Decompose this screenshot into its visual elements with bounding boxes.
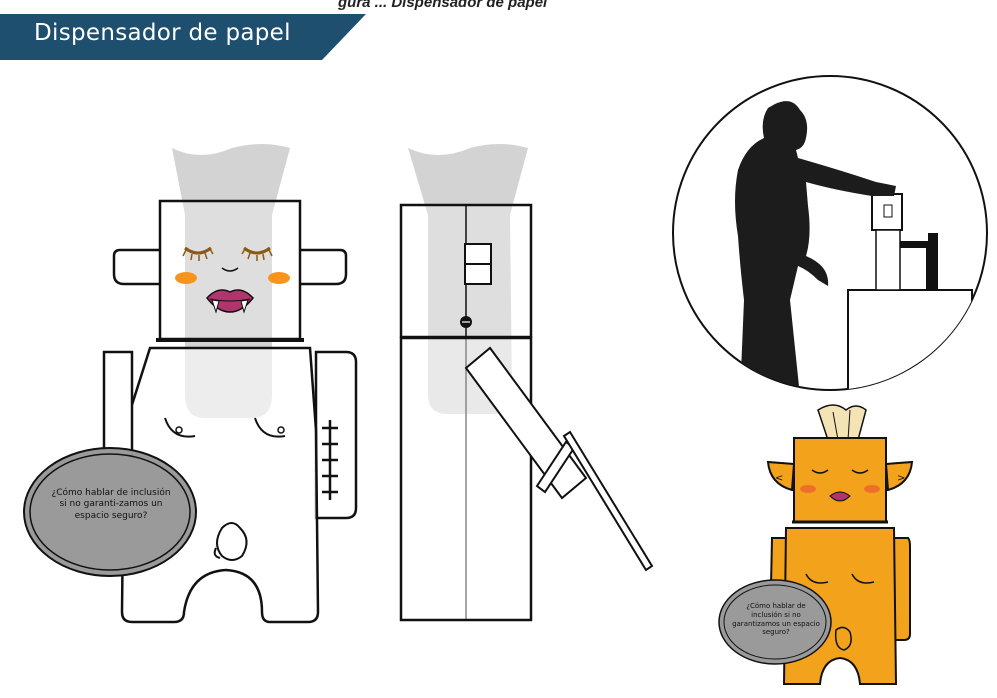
speech-bubble-small-text: ¿Cómo hablar de inclusión si no garantiz… [732, 602, 820, 637]
title-banner [0, 14, 366, 60]
front-head-box [158, 199, 302, 341]
speech-bubble-small [718, 579, 832, 665]
person-at-dispenser-icon [735, 101, 896, 390]
side-view-dispenser [399, 144, 654, 622]
front-right-ear [300, 248, 348, 286]
svg-text:>: > [897, 473, 905, 484]
front-left-ear [112, 248, 160, 286]
figure-caption: gura ... Dispensador de papel [338, 0, 548, 11]
usage-scene [672, 75, 988, 391]
speech-bubble-large [23, 447, 197, 577]
tissue-paper-icon [817, 404, 867, 441]
front-stitches [322, 420, 338, 500]
front-face [175, 246, 290, 314]
speech-bubble-large-text: ¿Cómo hablar de inclusión si no garanti-… [51, 488, 171, 521]
counter [847, 289, 973, 390]
svg-text:<: < [775, 473, 783, 484]
page-title: Dispensador de papel [34, 20, 291, 46]
side-lever-pedal [464, 346, 654, 572]
